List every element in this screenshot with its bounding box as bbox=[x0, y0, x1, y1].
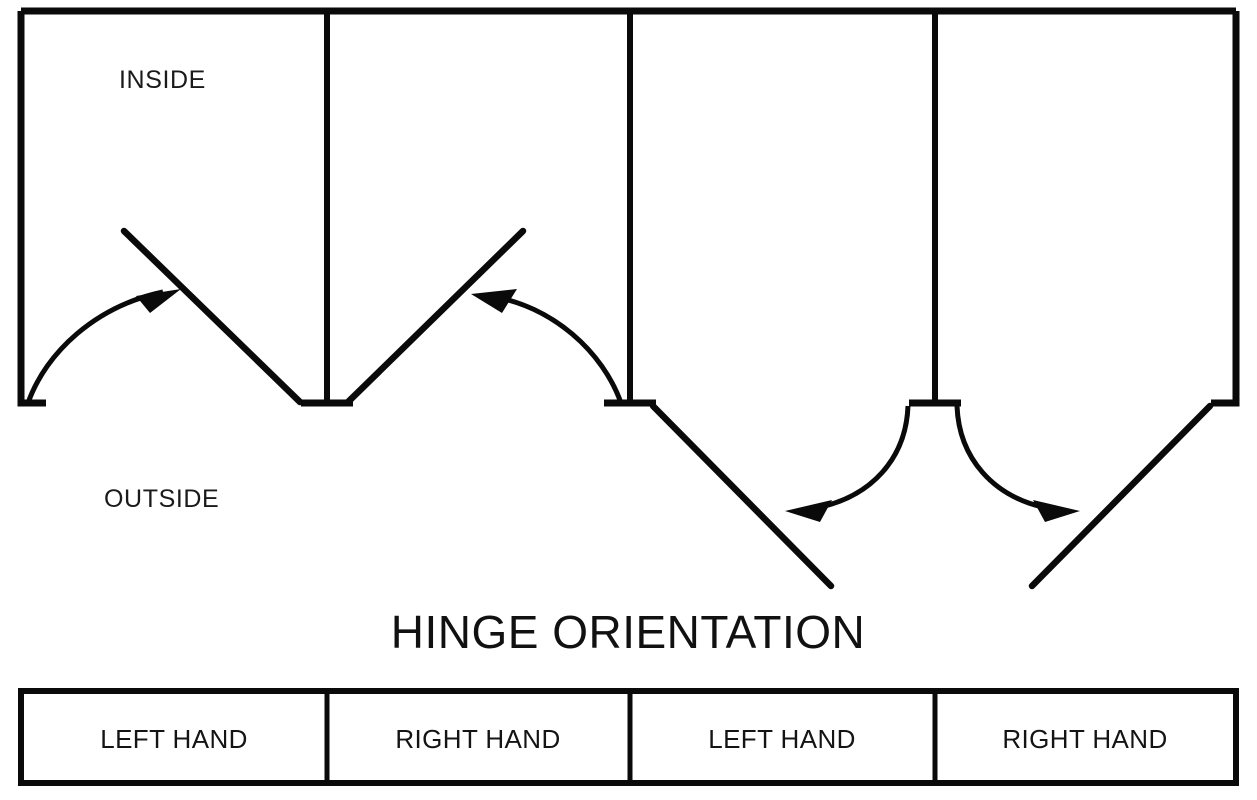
panel-4-swing-arrow-icon bbox=[1033, 500, 1080, 522]
panel-3-left-hand-outswing bbox=[649, 402, 911, 590]
panel-1-swing-arc bbox=[25, 289, 164, 404]
legend-cell-3: LEFT HAND bbox=[708, 724, 856, 754]
left-outer-wall bbox=[17, 11, 46, 407]
panel-4-right-hand-outswing bbox=[954, 402, 1214, 590]
outside-label: OUTSIDE bbox=[104, 485, 219, 513]
panel-2-swing-arrow-icon bbox=[471, 289, 517, 313]
panel-1-swing-arrow-icon bbox=[136, 289, 181, 313]
panel-3-swing-arc bbox=[815, 405, 911, 511]
panel-3-swing-arrow-icon bbox=[785, 500, 832, 522]
panel-1-door-leaf bbox=[120, 227, 304, 406]
legend-cell-4: RIGHT HAND bbox=[1002, 724, 1167, 754]
page-title: HINGE ORIENTATION bbox=[391, 606, 865, 658]
panel-2-swing-arc bbox=[489, 293, 624, 404]
legend-table: LEFT HAND RIGHT HAND LEFT HAND RIGHT HAN… bbox=[18, 688, 1239, 786]
inside-label: INSIDE bbox=[119, 66, 206, 94]
wall-outline-group bbox=[17, 7, 1240, 407]
panel-2-door-leaf bbox=[344, 227, 527, 406]
panel-4-door-leaf bbox=[1028, 402, 1214, 590]
panel-1-left-hand-inswing bbox=[25, 227, 304, 406]
legend-cell-1: LEFT HAND bbox=[100, 724, 248, 754]
legend-cell-2: RIGHT HAND bbox=[395, 724, 560, 754]
panel-2-right-hand-inswing bbox=[344, 227, 624, 406]
right-outer-wall bbox=[1211, 11, 1240, 407]
panel-4-swing-arc bbox=[954, 405, 1048, 511]
panel-3-door-leaf bbox=[649, 402, 835, 590]
